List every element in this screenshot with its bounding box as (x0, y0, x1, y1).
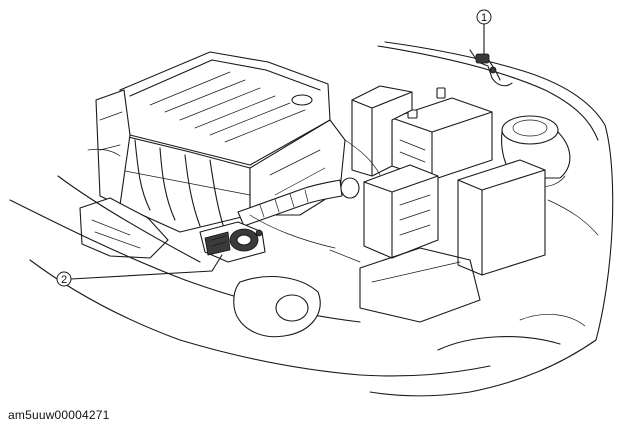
right-panel (457, 159, 599, 276)
body-lines (87, 139, 381, 263)
lower-body (29, 247, 586, 377)
callout-2: 2 (56, 254, 223, 287)
intake-hose (237, 177, 360, 227)
figure-id-caption: am5uuw00004271 (8, 408, 110, 422)
callout-2-number: 2 (61, 274, 67, 286)
battery-cable (469, 49, 513, 87)
callout-1: 1 (476, 9, 492, 55)
battery (391, 87, 493, 181)
starter-motor (199, 221, 266, 263)
engine-block (95, 51, 346, 233)
callout-1-number: 1 (481, 12, 487, 24)
radiator-support (9, 175, 361, 323)
fender-outline (369, 41, 614, 397)
air-cleaner-box (351, 85, 439, 259)
